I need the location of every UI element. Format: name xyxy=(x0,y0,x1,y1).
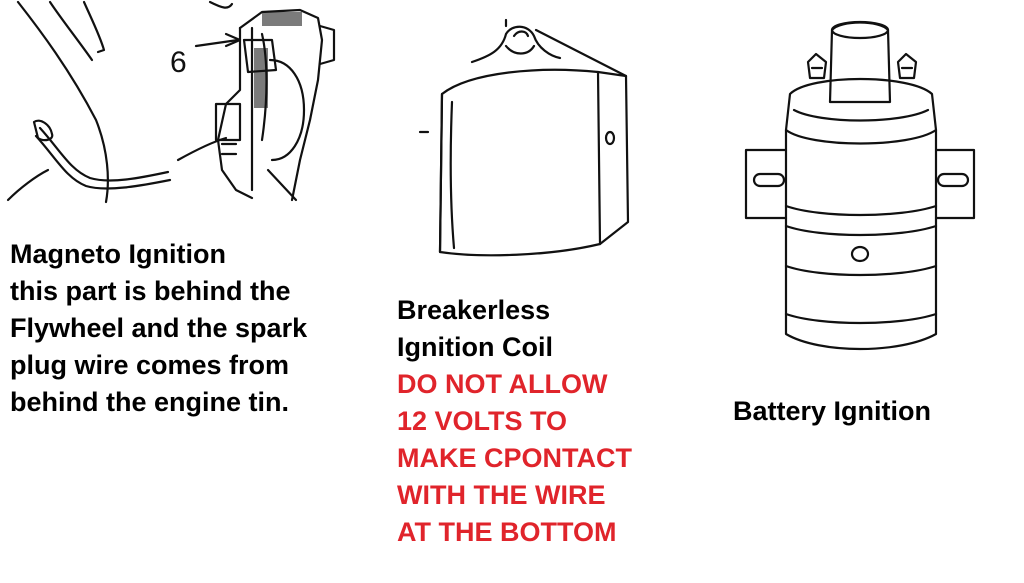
magneto-callout-number: 6 xyxy=(170,46,187,79)
warning-line: MAKE CPONTACT xyxy=(397,443,632,473)
magneto-ignition-caption: Magneto Ignition this part is behind the… xyxy=(10,236,307,421)
housing-outline xyxy=(16,0,109,204)
body-hole xyxy=(850,245,870,263)
warning-line: DO NOT ALLOW xyxy=(397,369,608,399)
mounting-bracket xyxy=(744,148,788,220)
battery-caption-line: Battery Ignition xyxy=(733,396,932,426)
magneto-coil xyxy=(238,8,324,202)
mounting-bracket xyxy=(534,28,630,246)
coil-cap xyxy=(784,77,938,145)
warning-line: WITH THE WIRE xyxy=(397,480,606,510)
coil-body xyxy=(438,68,602,257)
breakerless-caption-line: Ignition Coil xyxy=(397,332,553,362)
magneto-caption-line: Flywheel and the spark xyxy=(10,313,308,343)
magneto-caption-line: behind the engine tin. xyxy=(10,387,289,417)
magneto-caption-line: Magneto Ignition xyxy=(10,239,226,269)
breakerless-caption-line: Breakerless xyxy=(397,295,551,325)
battery-ignition-caption: Battery Ignition xyxy=(733,393,931,430)
magneto-caption-line: plug wire comes from xyxy=(10,350,290,380)
left-terminal xyxy=(806,52,828,80)
breakerless-coil-caption: Breakerless Ignition Coil DO NOT ALLOW 1… xyxy=(397,292,632,551)
battery-coil-drawing xyxy=(744,20,976,351)
breakerless-coil-drawing xyxy=(418,18,630,257)
warning-line: AT THE BOTTOM xyxy=(397,517,617,547)
warning-line: 12 VOLTS TO xyxy=(397,406,568,436)
magneto-caption-line: this part is behind the xyxy=(10,276,291,306)
magneto-ignition-drawing: 6 xyxy=(6,0,336,204)
coil-body xyxy=(784,128,938,351)
spark-plug-wire xyxy=(38,126,170,182)
